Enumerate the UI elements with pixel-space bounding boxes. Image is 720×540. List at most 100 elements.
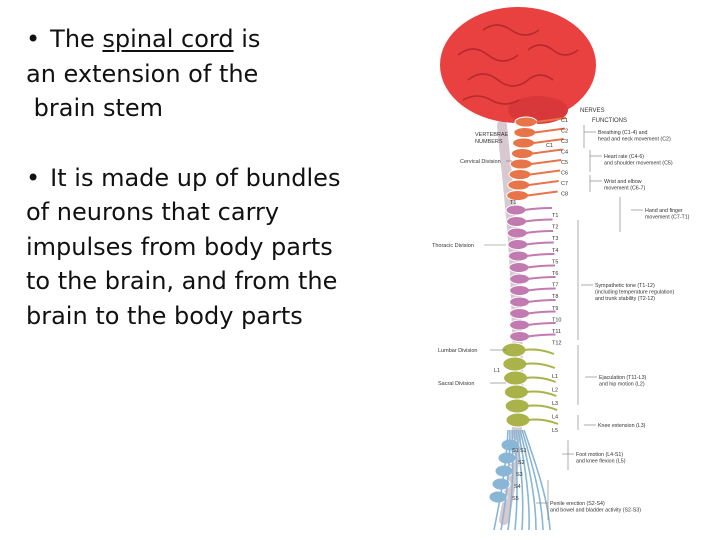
sacral-vertebra (488, 490, 508, 504)
cervical-nerve-label: C2 (561, 129, 568, 135)
lumbar-vertebra (504, 398, 530, 414)
cervical-vertebra (514, 116, 538, 128)
brain-gyrus (462, 95, 520, 105)
lumbar-nerve-label: L3 (552, 401, 558, 407)
brain-gyrus (457, 48, 519, 62)
thoracic-nerve (527, 322, 556, 326)
function-label: (including temperature regulation) (595, 290, 674, 296)
function-label: Ejaculation (T11-L3) (599, 375, 647, 381)
cervical-nerve (535, 117, 567, 123)
lumbar-nerve (527, 404, 558, 411)
bullet-marker: • (26, 163, 41, 192)
thoracic-nerve (527, 276, 556, 280)
thoracic-nerve (525, 241, 554, 246)
lumbar-nerve-label: L1 (552, 374, 558, 380)
thoracic-nerve (524, 218, 553, 223)
lumbar-vertebra (503, 370, 529, 386)
sacral-nerve-label: S2 (518, 460, 525, 466)
sacral-nerve-label: S4 (514, 484, 521, 490)
cauda-equina-strand (523, 429, 551, 531)
cauda-equina-strand (513, 429, 518, 531)
thoracic-nerve-label: T8 (552, 294, 558, 300)
function-label: and trunk stability (T2-12) (595, 296, 655, 302)
bullet-text: impulses from body parts (26, 232, 333, 261)
cervical-nerve-label: C4 (561, 150, 568, 156)
thoracic-nerve-label: T2 (552, 225, 558, 231)
cervical-nerve-label: C5 (561, 160, 568, 166)
cauda-equina-strand (507, 429, 514, 531)
bullet-text: an extension of the (26, 59, 259, 88)
brain-gyrus (467, 73, 554, 87)
functions-header: FUNCTIONS (592, 118, 627, 124)
function-label: Sympathetic tone (T1-12) (595, 283, 655, 289)
thoracic-vertebra (509, 308, 531, 319)
function-label: and knee flexion (L5) (576, 459, 626, 465)
thoracic-nerve-label: T7 (552, 283, 558, 289)
function-label: Wrist and elbow (604, 179, 642, 185)
division-label: Sacral Division (438, 381, 474, 387)
nerves-header: NERVES (580, 108, 605, 114)
cervical-nerve (527, 190, 558, 197)
spinal-nerves-diagram: NERVESFUNCTIONSVERTEBRAENUMBERSCervical … (432, 7, 690, 531)
division-label: Cervical Division (460, 159, 501, 165)
bullet-text: of neurons that carry (26, 198, 280, 226)
thoracic-nerve (525, 230, 554, 234)
thoracic-nerve (527, 287, 556, 292)
thoracic-vertebra (507, 250, 529, 262)
cervical-nerve (531, 159, 562, 165)
lumbar-nerve (523, 348, 555, 355)
bullet-text: to the brain, and from the (26, 267, 338, 295)
brain-shape (440, 7, 596, 123)
cauda-equina-strand (500, 429, 511, 531)
thoracic-vertebra (509, 273, 531, 285)
brain-gyrus (482, 24, 540, 36)
function-label: Penile erection (S2-S4) (550, 501, 605, 507)
thoracic-nerve-label: T6 (552, 271, 558, 277)
lumbar-nerve (525, 376, 556, 383)
function-label: Breathing (C1-4) and (598, 130, 648, 136)
cervical-nerve-label: C6 (561, 171, 568, 177)
bullet-text: It is made up of bundles (50, 163, 341, 192)
thoracic-nerve (523, 207, 553, 211)
vertebra-marker-label: L1 (494, 368, 500, 374)
sacral-nerve-label: S3 (516, 472, 523, 478)
thoracic-nerve-label: T10 (552, 317, 561, 323)
function-label: and shoulder movement (C5) (604, 161, 673, 167)
cervical-nerve-label: C8 (561, 192, 568, 198)
function-label: Foot motion (L4-S1) (576, 452, 623, 458)
cervical-vertebra (506, 190, 530, 201)
thoracic-nerve (527, 310, 556, 315)
thoracic-nerve-label: T1 (552, 213, 558, 219)
function-label: Heart rate (C4-6) (604, 154, 644, 160)
cervical-nerve (528, 180, 559, 186)
thoracic-vertebra (508, 262, 530, 273)
function-label: and bowel and bladder activity (S2-S3) (550, 508, 641, 514)
cauda-equina-strand (521, 429, 544, 531)
lumbar-vertebra (502, 356, 528, 372)
bullet-list: •The spinal cord is an extension of the … (26, 22, 421, 333)
thoracic-nerve-label: T5 (552, 259, 558, 265)
cervical-nerve-label: C1 (561, 118, 568, 124)
function-label: Knee extension (L3) (598, 423, 646, 429)
lumbar-vertebra (503, 384, 529, 400)
function-label: and hip motion (L2) (599, 382, 645, 388)
thoracic-vertebra (507, 239, 529, 250)
spinal-cord-link[interactable]: spinal cord (102, 25, 234, 53)
thoracic-nerve-label: T11 (552, 329, 561, 335)
sacral-nerve-label: S1 (520, 448, 527, 454)
cervical-nerve (534, 127, 565, 134)
lumbar-nerve (524, 362, 556, 369)
cervical-nerve (533, 138, 564, 144)
cervical-vertebra (508, 169, 532, 180)
division-label: Lumbar Division (438, 348, 477, 354)
function-label: movement (C7-T1) (645, 215, 690, 221)
thoracic-vertebra (509, 331, 531, 342)
sacral-nerve-label: S5 (512, 496, 519, 502)
lumbar-vertebra (505, 412, 531, 428)
cervical-vertebra (507, 179, 531, 191)
division-label: Thoracic Division (432, 243, 474, 249)
lumbar-nerve (526, 390, 557, 397)
thoracic-nerve (527, 299, 556, 303)
thoracic-nerve-label: T4 (552, 248, 558, 254)
